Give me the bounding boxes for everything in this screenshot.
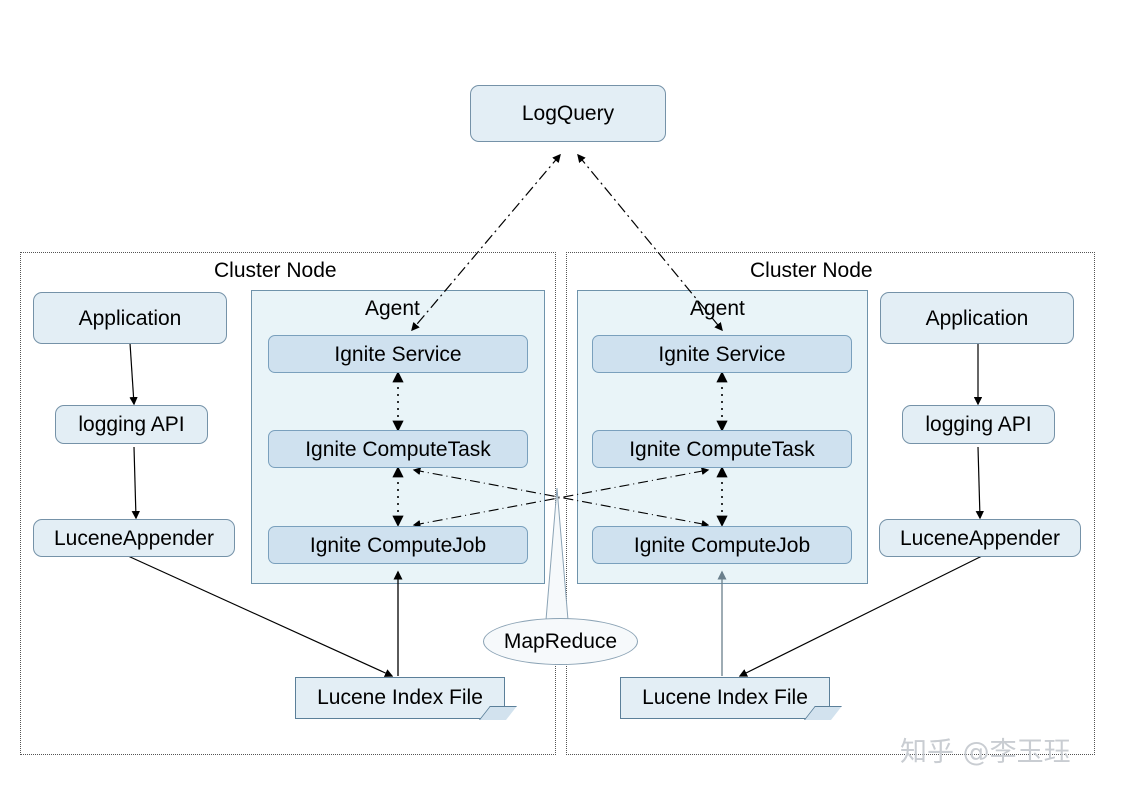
node-ignite-service-right[interactable]: Ignite Service	[592, 335, 852, 373]
watermark: 知乎 @李玉珏	[900, 737, 1071, 768]
node-lucene-appender-right[interactable]: LuceneAppender	[879, 519, 1081, 557]
cluster-label-left: Cluster Node	[214, 259, 337, 282]
document-body	[295, 677, 505, 719]
node-ignite-computetask-left[interactable]: Ignite ComputeTask	[268, 430, 528, 468]
node-application-right[interactable]: Application	[880, 292, 1074, 344]
node-ignite-service-left[interactable]: Ignite Service	[268, 335, 528, 373]
document-label: Lucene Index File	[317, 686, 483, 709]
agent-label-left: Agent	[365, 297, 420, 320]
node-lucene-index-file-right[interactable]: Lucene Index File	[620, 677, 842, 720]
node-ignite-computejob-right[interactable]: Ignite ComputeJob	[592, 526, 852, 564]
node-logquery[interactable]: LogQuery	[470, 85, 666, 142]
document-body	[620, 677, 830, 719]
annotation-mapreduce[interactable]: MapReduce	[483, 618, 638, 665]
cluster-label-right: Cluster Node	[750, 259, 873, 282]
node-lucene-appender-left[interactable]: LuceneAppender	[33, 519, 235, 557]
agent-label-right: Agent	[690, 297, 745, 320]
node-application-left[interactable]: Application	[33, 292, 227, 344]
node-ignite-computetask-right[interactable]: Ignite ComputeTask	[592, 430, 852, 468]
node-logging-api-right[interactable]: logging API	[902, 405, 1055, 444]
node-logging-api-left[interactable]: logging API	[55, 405, 208, 444]
node-lucene-index-file-left[interactable]: Lucene Index File	[295, 677, 517, 720]
document-label: Lucene Index File	[642, 686, 808, 709]
node-ignite-computejob-left[interactable]: Ignite ComputeJob	[268, 526, 528, 564]
